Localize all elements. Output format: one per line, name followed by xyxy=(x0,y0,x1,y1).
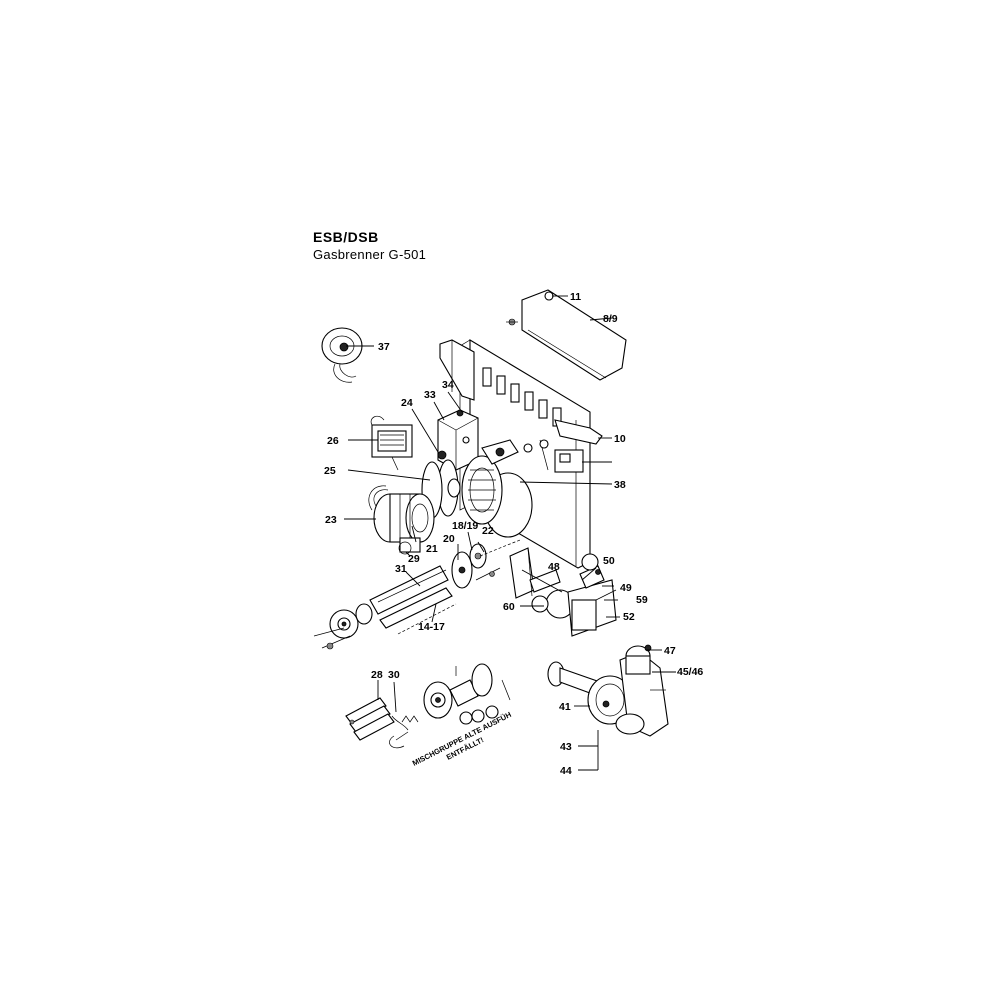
label-59: 59 xyxy=(636,594,648,606)
gas-valve-drawing xyxy=(509,547,617,637)
label-41: 41 xyxy=(559,701,571,713)
label-52: 52 xyxy=(623,611,635,623)
label-8-9: 8/9 xyxy=(603,313,618,325)
label-44: 44 xyxy=(560,765,572,777)
label-33: 33 xyxy=(424,389,436,401)
label-37: 37 xyxy=(378,341,390,353)
label-21: 21 xyxy=(426,543,438,555)
diagram-subtitle: Gasbrenner G-501 xyxy=(313,247,427,262)
label-20: 20 xyxy=(443,533,455,545)
label-25: 25 xyxy=(324,465,336,477)
label-23: 23 xyxy=(325,514,337,526)
label-28: 28 xyxy=(371,669,383,681)
old-mixing-group-drawing xyxy=(345,663,511,749)
label-24: 24 xyxy=(401,397,413,409)
label-49: 49 xyxy=(620,582,632,594)
label-22: 22 xyxy=(482,525,494,537)
part-labels: 11 8/9 37 34 33 24 26 10 25 38 23 18/19 … xyxy=(324,291,703,777)
label-31: 31 xyxy=(395,563,407,575)
leader-lines xyxy=(344,295,676,771)
fan-discs-drawing xyxy=(421,450,461,519)
cover-plate-drawing xyxy=(506,289,627,381)
label-43: 43 xyxy=(560,741,572,753)
label-38: 38 xyxy=(614,479,626,491)
label-29: 29 xyxy=(408,553,420,565)
gas-regulator-drawing xyxy=(547,644,669,737)
burner-tube-drawing xyxy=(313,565,457,650)
label-18-19: 18/19 xyxy=(452,520,478,532)
label-47: 47 xyxy=(664,645,676,657)
air-flap-drawing xyxy=(451,539,521,589)
label-11: 11 xyxy=(570,291,581,303)
ignition-transformer-drawing xyxy=(370,415,413,471)
label-60: 60 xyxy=(503,601,515,613)
diagram-title: ESB/DSB xyxy=(313,229,379,245)
label-10: 10 xyxy=(614,433,626,445)
label-26: 26 xyxy=(327,435,339,447)
pressure-switch-drawing xyxy=(321,327,363,383)
label-50: 50 xyxy=(603,555,615,567)
label-34: 34 xyxy=(442,379,454,391)
label-30: 30 xyxy=(388,669,400,681)
label-48: 48 xyxy=(548,561,560,573)
motor-drawing xyxy=(368,485,435,555)
label-45-46: 45/46 xyxy=(677,666,703,678)
fan-wheel-drawing xyxy=(461,439,533,538)
label-14-17: 14-17 xyxy=(418,621,445,633)
